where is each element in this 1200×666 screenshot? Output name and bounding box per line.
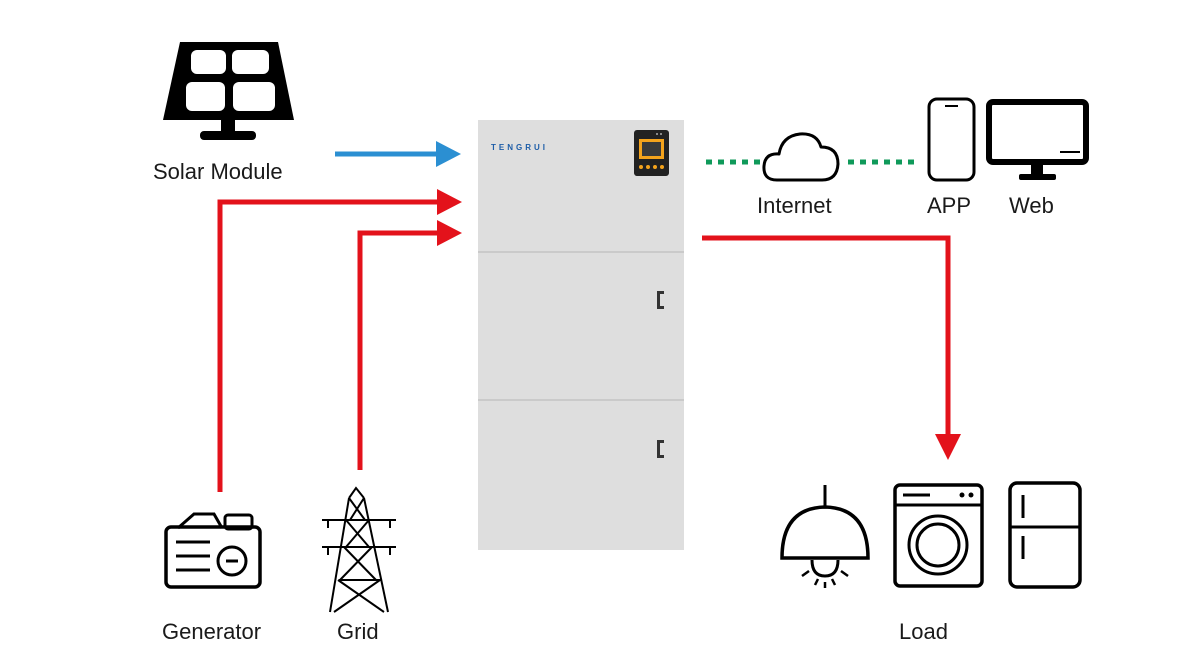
- grid-arrow: [357, 220, 462, 470]
- phone-icon: [927, 97, 976, 182]
- inverter-display: [634, 130, 669, 176]
- label-solar-module: Solar Module: [153, 159, 283, 184]
- label-load: Load: [899, 619, 948, 644]
- label-web: Web: [1009, 193, 1054, 218]
- battery-module-badge: [657, 291, 664, 309]
- cloud-icon: [762, 132, 840, 182]
- monitor-icon: [986, 99, 1089, 180]
- load-arrow: [702, 235, 961, 460]
- solar-panel-icon: [163, 42, 294, 140]
- lamp-icon: [780, 485, 870, 588]
- fridge-icon: [1008, 481, 1082, 589]
- transmission-tower-icon: [322, 486, 396, 613]
- label-grid: Grid: [337, 619, 379, 644]
- label-internet: Internet: [757, 193, 832, 218]
- label-generator: Generator: [162, 619, 262, 644]
- generator-icon: [164, 512, 262, 589]
- battery-module-badge: [657, 440, 664, 458]
- battery-cabinet: [478, 120, 684, 550]
- brand-logo: TENGRUI: [491, 143, 548, 152]
- solar-arrow: [335, 141, 461, 167]
- generator-arrow: [217, 189, 462, 492]
- label-app: APP: [927, 193, 972, 218]
- washing-machine-icon: [893, 483, 984, 588]
